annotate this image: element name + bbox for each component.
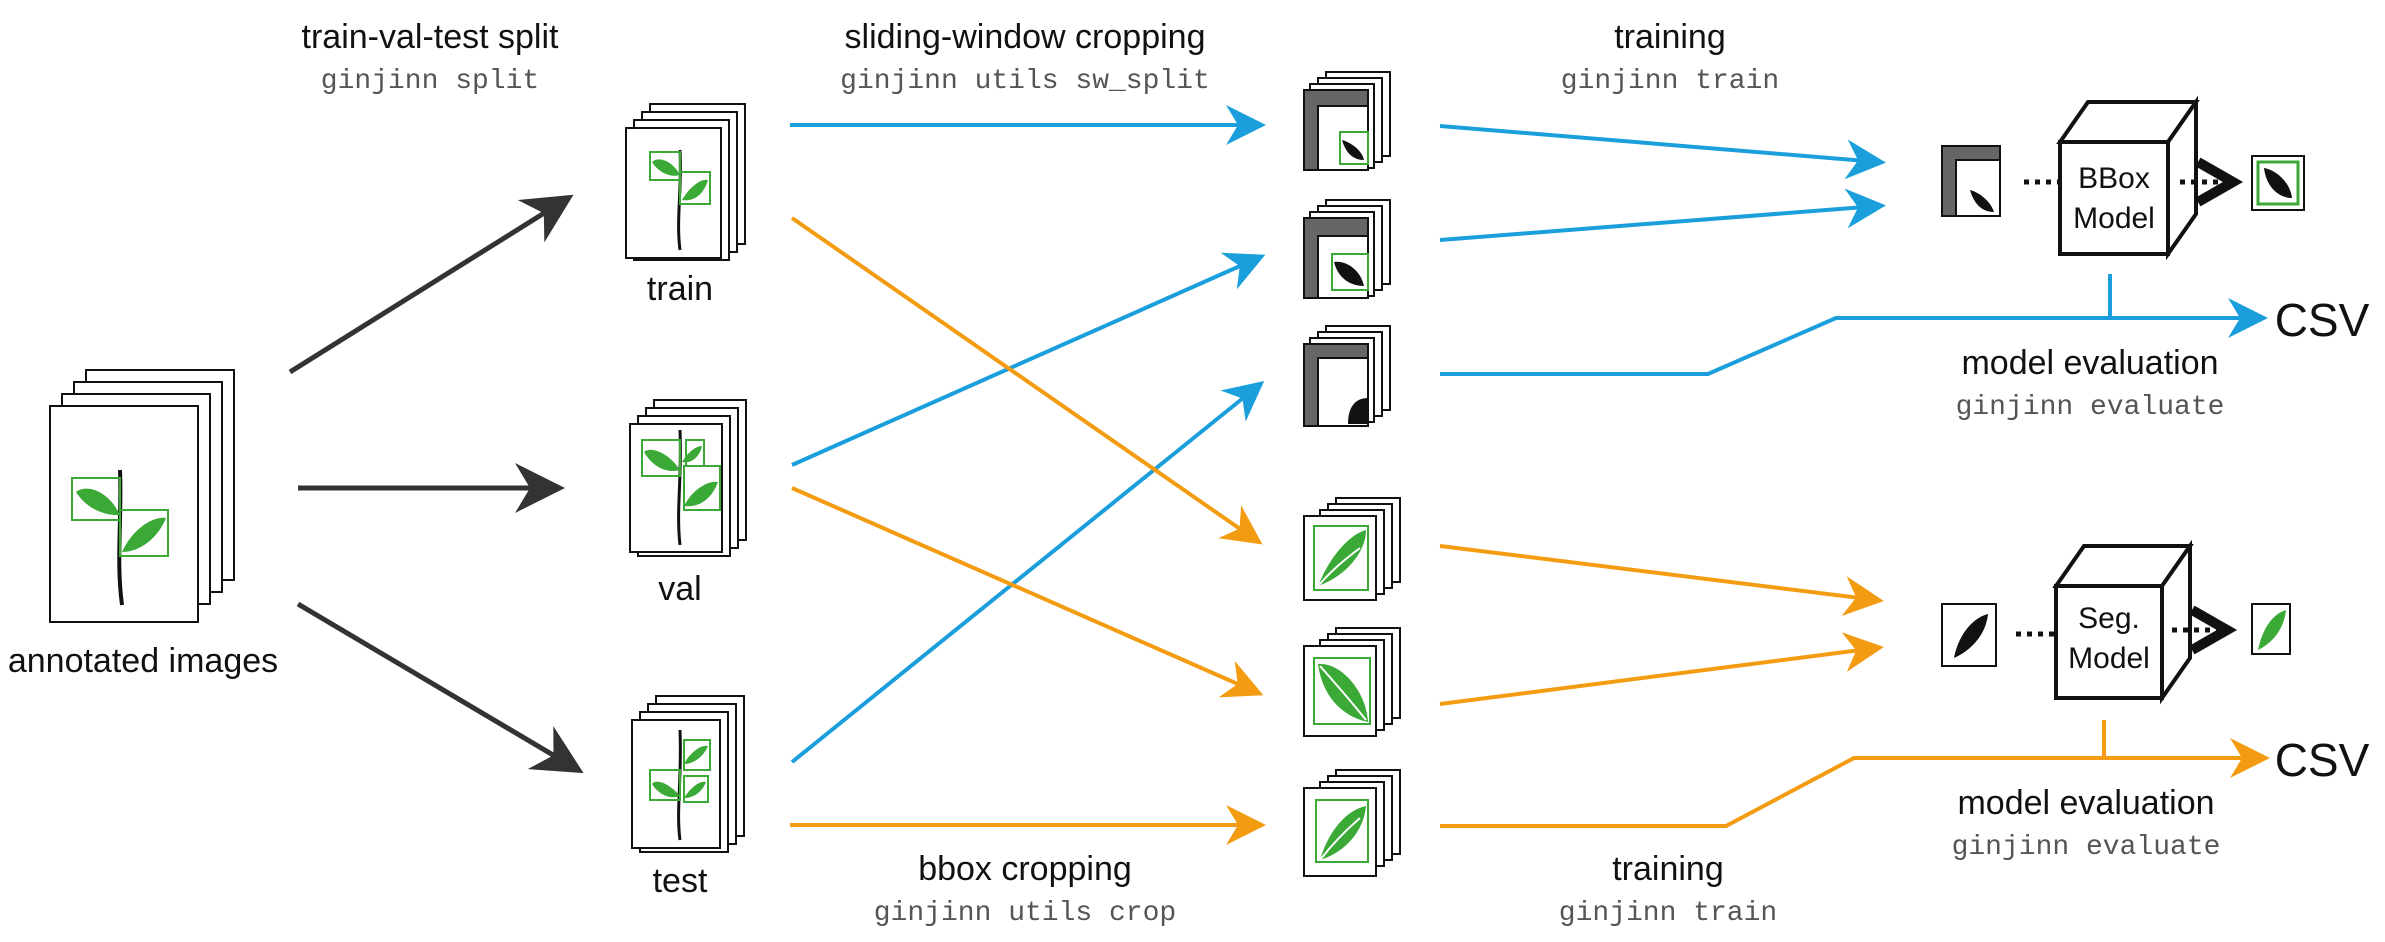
test-stack xyxy=(631,695,745,853)
bbox-pipeline: BBox Model xyxy=(1941,95,2305,261)
seg-pipeline: Seg. Model xyxy=(1941,539,2291,705)
eval-bottom-command: ginjinn evaluate xyxy=(1952,832,2221,863)
blue-train-arrow-1 xyxy=(1439,124,1886,180)
blue-arrow-test-to-crop3 xyxy=(790,380,1265,764)
orange-eval-line xyxy=(1440,738,2270,828)
blue-arrow-val-to-crop2 xyxy=(791,252,1266,467)
orange-training-arrows xyxy=(1439,544,2270,828)
sw-crop-stack-1 xyxy=(1303,71,1391,171)
train-label: train xyxy=(647,270,713,308)
annotated-images-label: annotated images xyxy=(8,642,278,680)
bbox-model-label-2: Model xyxy=(2073,202,2155,235)
arrow-to-test xyxy=(296,601,584,774)
sw-crop-stack-3 xyxy=(1303,325,1391,427)
split-command: ginjinn split xyxy=(321,66,539,97)
orange-crop-arrows xyxy=(790,216,1266,845)
bbox-crop-stack-1 xyxy=(1303,497,1401,601)
orange-train-arrow-1 xyxy=(1439,544,1884,616)
bbox-cropping-title: bbox cropping xyxy=(918,850,1132,888)
eval-top-title: model evaluation xyxy=(1961,344,2218,382)
bbox-crop-stack-3 xyxy=(1303,769,1401,877)
val-label: val xyxy=(658,570,701,608)
bbox-cropping-command: ginjinn utils crop xyxy=(874,898,1176,929)
blue-crop-arrows xyxy=(790,105,1266,764)
bbox-output-crop xyxy=(2251,155,2305,211)
blue-eval-line xyxy=(1440,298,2268,376)
seg-input-crop xyxy=(1941,603,1997,667)
blue-training-arrows xyxy=(1439,124,2268,376)
csv-output-bottom: CSV xyxy=(2275,734,2370,786)
seg-model-label-1: Seg. xyxy=(2078,602,2140,635)
training-bottom-title: training xyxy=(1612,850,1724,888)
test-label: test xyxy=(653,862,708,900)
orange-train-arrow-2 xyxy=(1439,632,1884,706)
eval-bottom-title: model evaluation xyxy=(1957,784,2214,822)
orange-arrow-train-to-crop1 xyxy=(790,216,1263,545)
sliding-window-title: sliding-window cropping xyxy=(845,18,1206,56)
seg-output-crop xyxy=(2251,603,2291,655)
training-top-title: training xyxy=(1614,18,1726,56)
annotated-images-stack xyxy=(49,369,235,623)
bbox-model-cube: BBox Model xyxy=(2056,95,2200,261)
orange-arrow-val-to-crop2 xyxy=(791,486,1264,698)
plant-icon xyxy=(71,469,169,606)
split-arrows xyxy=(288,194,584,774)
sw-crop-stack-2 xyxy=(1303,199,1391,299)
training-bottom-command: ginjinn train xyxy=(1559,898,1777,929)
bbox-model-label-1: BBox xyxy=(2078,162,2150,195)
bbox-crop-stack-2 xyxy=(1303,627,1401,737)
train-stack xyxy=(625,103,746,261)
bbox-input-crop xyxy=(1941,145,2001,217)
eval-top-command: ginjinn evaluate xyxy=(1956,392,2225,423)
csv-output-top: CSV xyxy=(2275,294,2370,346)
val-stack xyxy=(629,399,747,557)
sliding-window-command: ginjinn utils sw_split xyxy=(840,66,1210,97)
training-top-command: ginjinn train xyxy=(1561,66,1779,97)
blue-train-arrow-2 xyxy=(1439,188,1886,242)
split-title: train-val-test split xyxy=(302,18,560,56)
seg-model-label-2: Model xyxy=(2068,642,2150,675)
seg-model-cube: Seg. Model xyxy=(2052,539,2194,705)
arrow-to-train xyxy=(288,194,574,375)
